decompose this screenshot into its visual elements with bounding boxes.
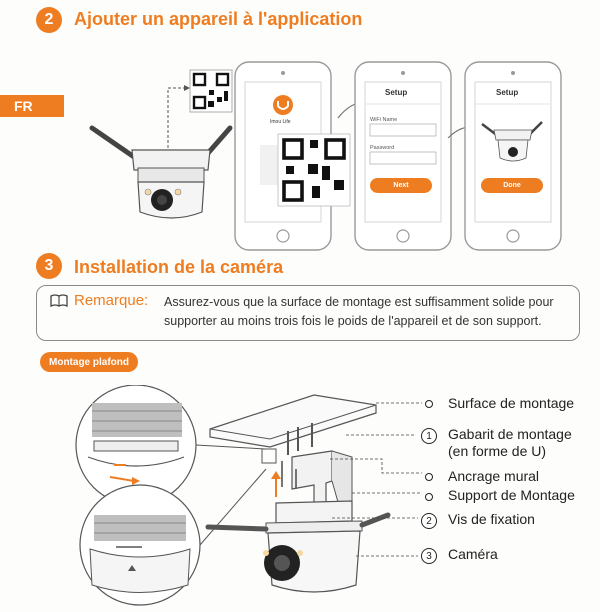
app-logo-caption: Imou Life	[270, 119, 291, 125]
installation-illustration	[75, 385, 422, 606]
step-3-number: 3	[36, 253, 62, 279]
next-button[interactable]: Next	[370, 178, 432, 193]
callout-mounting-surface: Surface de montage	[448, 395, 575, 411]
note-label: Remarque:	[74, 292, 149, 309]
callout-mounting-bracket: Support de Montage	[448, 487, 575, 503]
callout-dot-2	[425, 473, 433, 481]
callout-dot-1	[425, 400, 433, 408]
detail-circle-bottom	[79, 484, 201, 606]
password-label: Password	[370, 145, 395, 151]
phone-2	[354, 61, 452, 251]
callout-number-1: 1	[421, 428, 437, 444]
note-box	[36, 285, 580, 341]
setup-title: Setup	[385, 88, 408, 97]
qr-code-small	[189, 69, 233, 113]
wifi-name-label: WiFi Name	[370, 117, 398, 123]
callout-number-3: 3	[421, 548, 437, 564]
step-2-title: Ajouter un appareil à l'application	[74, 9, 363, 29]
detail-circle-top	[75, 385, 197, 506]
ceiling-mount-pill: Montage plafond	[40, 352, 138, 372]
setup-title-2: Setup	[496, 88, 519, 97]
callout-camera: Caméra	[448, 546, 498, 562]
language-tab: FR	[0, 95, 64, 117]
callout-wall-anchor: Ancrage mural	[448, 468, 540, 484]
step-3-title: Installation de la caméra	[74, 257, 284, 277]
note-line-1: Assurez-vous que la surface de montage e…	[164, 295, 554, 309]
done-button[interactable]: Done	[481, 178, 543, 193]
phone-3	[464, 61, 562, 251]
book-icon	[50, 294, 68, 308]
qr-code-large	[277, 133, 351, 207]
callout-number-2: 2	[421, 513, 437, 529]
add-device-illustration	[89, 61, 562, 251]
step-2-number: 2	[36, 7, 62, 33]
callout-fixing-screws: Vis de fixation	[448, 511, 535, 527]
callout-mounting-template-shape: (en forme de U)	[448, 443, 547, 459]
callout-mounting-template: Gabarit de montage	[448, 426, 572, 442]
callout-dot-3	[425, 493, 433, 501]
camera-illustration	[89, 125, 233, 219]
note-line-2: supporter au moins trois fois le poids d…	[164, 314, 542, 328]
